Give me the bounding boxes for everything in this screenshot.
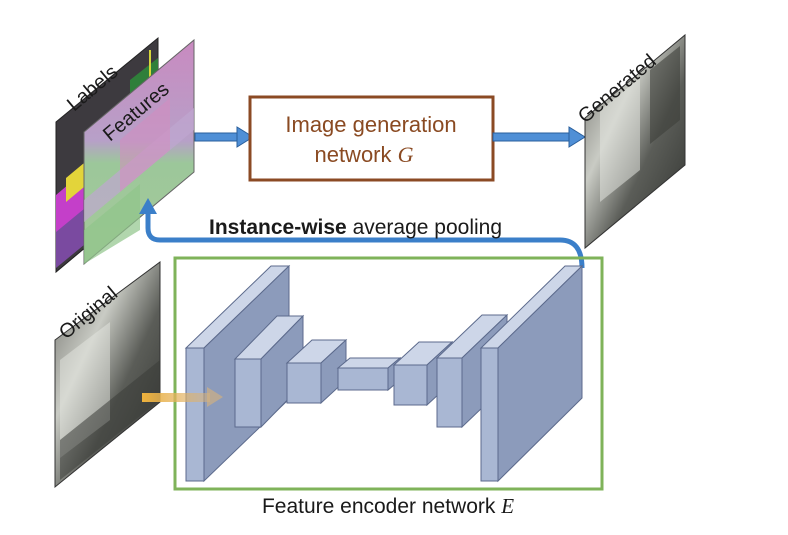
- generator-symbol: G: [398, 142, 414, 167]
- arrow-generator-to-generated: [492, 126, 586, 148]
- features-panel: [83, 38, 195, 266]
- encoder-block-1: [184, 264, 291, 483]
- pooling-label: Instance-wise average pooling: [209, 216, 502, 239]
- encoder-box: [173, 256, 604, 491]
- pooling-rest-text: average pooling: [347, 216, 502, 239]
- encoder-block-3: [285, 338, 348, 405]
- encoder-block-2: [233, 314, 305, 429]
- encoder-block-4: [336, 356, 402, 392]
- encoder-blocks: [184, 264, 584, 483]
- arrow-original-to-encoder: [142, 387, 223, 407]
- generator-word: network: [314, 142, 397, 167]
- arrow-features-to-generator: [194, 126, 254, 148]
- generator-title-line1: Image generation: [285, 112, 456, 137]
- encoder-symbol: E: [500, 494, 514, 518]
- pooling-arrow: [139, 198, 585, 269]
- encoder-block-7: [479, 264, 584, 483]
- generator-title-line2: network G: [314, 142, 413, 167]
- generated-photo: [584, 33, 686, 250]
- pooling-bold-text: Instance-wise: [209, 216, 347, 239]
- encoder-caption-text: Feature encoder network: [262, 495, 501, 518]
- generator-box: Image generation network G: [248, 95, 495, 182]
- encoder-caption: Feature encoder network E: [262, 494, 514, 518]
- original-photo: [54, 261, 161, 489]
